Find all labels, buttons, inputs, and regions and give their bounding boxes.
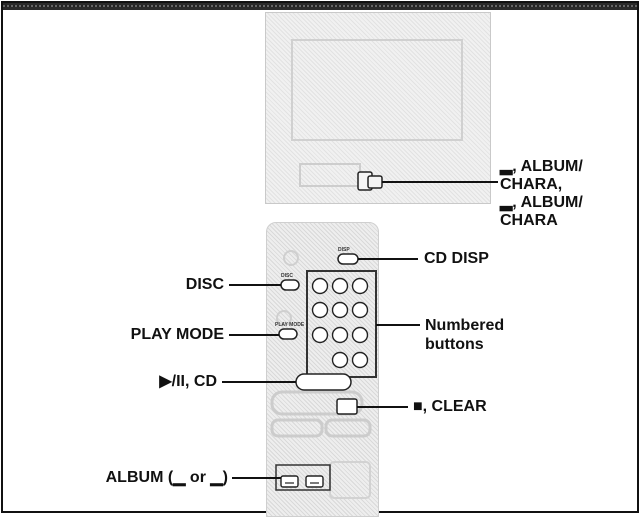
disc-button	[280, 279, 300, 291]
label-play-pause-cd: ▶/II, CD	[159, 373, 217, 390]
top-border-band	[3, 3, 637, 10]
label-album-select: ALBUM (▁ or ▁)	[105, 469, 228, 486]
unit-panel-buttons	[299, 163, 361, 187]
label-stop-clear: ■, CLEAR	[413, 398, 487, 415]
label-play-mode: PLAY MODE	[130, 326, 224, 343]
play-mode-button	[278, 328, 298, 340]
cd-disp-button	[337, 253, 359, 265]
album-select-buttons	[275, 464, 331, 491]
label-cd-disp: CD DISP	[424, 250, 489, 267]
label-disc: DISC	[185, 276, 224, 293]
stop-clear-button	[336, 398, 358, 415]
main-unit-illustration	[265, 12, 491, 204]
remote-tag-play-mode: PLAY MODE	[275, 322, 305, 328]
label-album-chara: ▂, ALBUM/ CHARA, ▂, ALBUM/ CHARA	[500, 158, 583, 229]
unit-display-window	[291, 39, 463, 141]
remote-tag-disp: DISP	[338, 247, 350, 253]
cd-play-pause-button	[295, 373, 352, 391]
label-numbered-buttons: Numbered buttons	[425, 317, 505, 353]
number-keypad	[311, 277, 369, 369]
album-chara-knob	[357, 171, 383, 191]
remote-tag-disc: DISC	[281, 273, 293, 279]
